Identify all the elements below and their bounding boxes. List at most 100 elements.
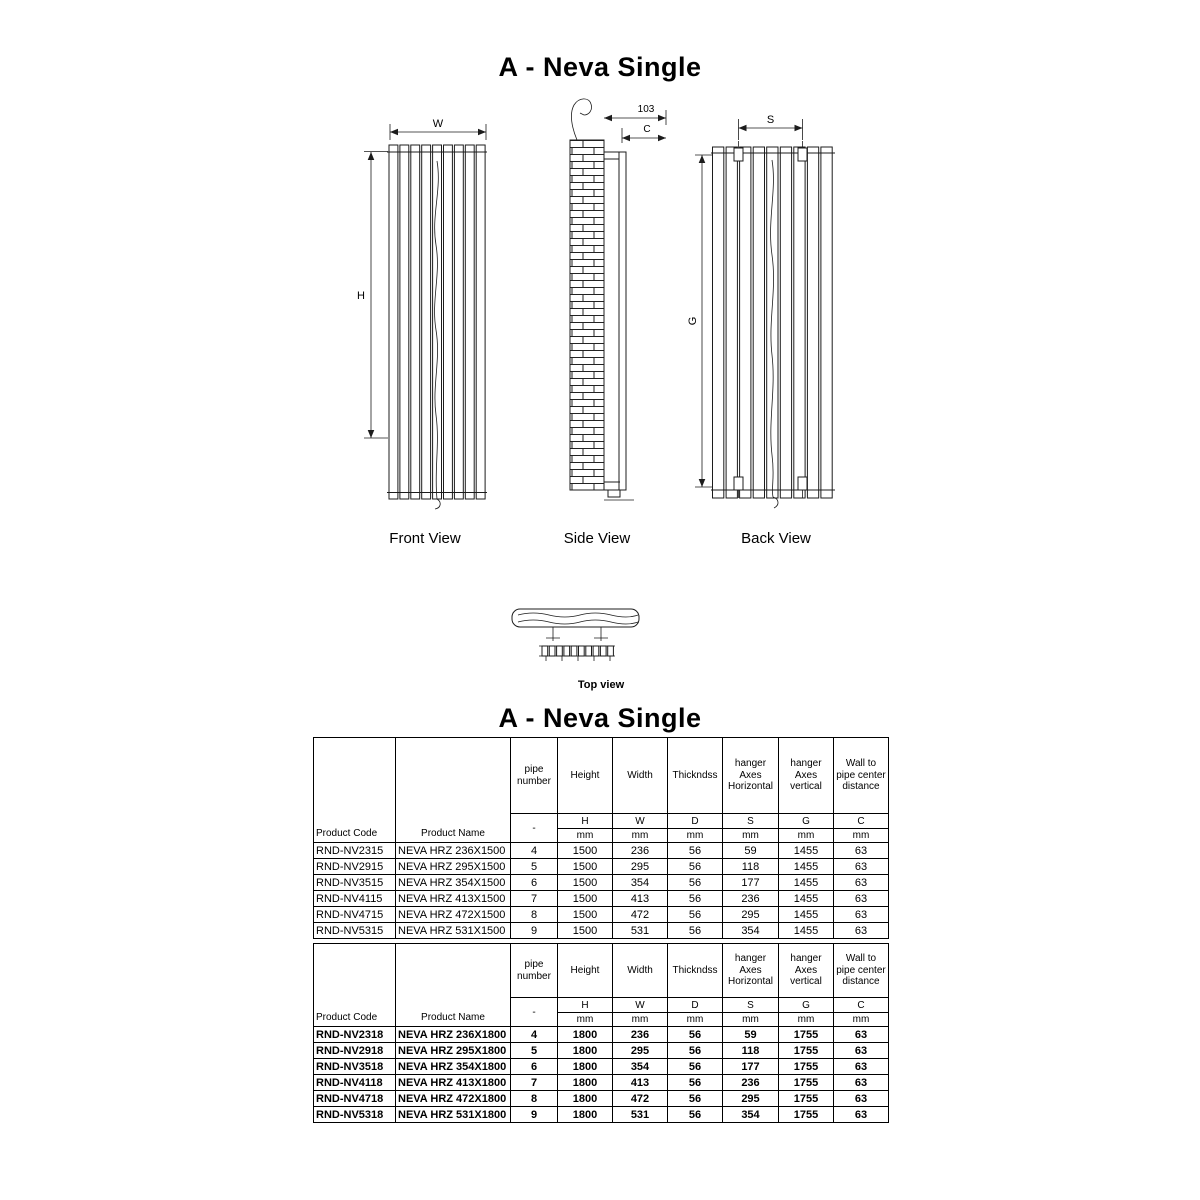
value-cell: 295 [612,1042,668,1059]
value-cell: 177 [722,1058,779,1075]
value-cell: 63 [833,874,889,891]
value-cell: 56 [667,874,723,891]
value-cell: 1455 [778,842,834,859]
value-cell: 63 [833,1090,889,1107]
side-wall-distance-label: C [643,124,650,135]
header-wall-to-pipe-center: Wall to pipe center distance [833,737,889,814]
value-cell: 63 [833,842,889,859]
value-cell: 7 [510,1074,558,1091]
value-cell: 9 [510,922,558,939]
value-cell: 56 [667,1106,723,1123]
value-cell: 56 [667,890,723,907]
value-cell: 118 [722,1042,779,1059]
value-cell: 56 [667,1026,723,1043]
top-wall-band [511,608,640,628]
side-radiator-profile [618,151,627,491]
front-cable-line [434,160,439,500]
value-cell: 1500 [557,874,613,891]
value-cell: 4 [510,842,558,859]
value-cell: 6 [510,874,558,891]
value-cell: 1755 [778,1042,834,1059]
product-code-cell: RND-NV4715 [313,906,396,923]
value-cell: 63 [833,1058,889,1075]
value-cell: 1455 [778,890,834,907]
unit-mm: mm [722,1012,779,1027]
side-wall-distance-dimension: C [621,124,666,143]
wall-section [569,139,605,491]
side-view: 103 C Side View [564,98,667,547]
value-cell: 63 [833,890,889,907]
value-cell: 354 [722,922,779,939]
symbol-c: C [833,813,889,829]
diagram-title: A - Neva Single [498,52,702,82]
unit-mm: mm [557,828,613,843]
value-cell: 1500 [557,922,613,939]
spec-table-1500: Product Code Product Name pipe number He… [313,737,889,939]
value-cell: 118 [722,858,779,875]
product-name-cell: NEVA HRZ 531X1500 [395,922,511,939]
value-cell: 1755 [778,1090,834,1107]
technical-drawings: W H Fro [357,98,835,691]
header-width: Width [612,737,668,814]
symbol-c: C [833,997,889,1013]
back-view: S G [687,114,835,547]
value-cell: 59 [722,1026,779,1043]
unit-mm: mm [833,828,889,843]
header-hanger-axes-vertical: hanger Axes vertical [778,737,834,814]
unit-mm: mm [778,828,834,843]
value-cell: 5 [510,858,558,875]
product-name-cell: NEVA HRZ 531X1800 [395,1106,511,1123]
product-name-cell: NEVA HRZ 236X1800 [395,1026,511,1043]
top-view: Top view [511,608,640,691]
value-cell: 1455 [778,874,834,891]
value-cell: 8 [510,1090,558,1107]
product-code-cell: RND-NV2318 [313,1026,396,1043]
value-cell: 1455 [778,922,834,939]
value-cell: 7 [510,890,558,907]
back-wall-hangers [733,141,808,498]
value-cell: 1800 [557,1026,613,1043]
unit-mm: mm [722,828,779,843]
top-tube-row [539,645,615,661]
front-width-label: W [433,118,444,130]
back-view-caption: Back View [741,530,811,547]
symbol-d: D [667,997,723,1013]
spec-tables: Product Code Product Name pipe number He… [313,737,889,1123]
side-offset-label: 103 [638,104,655,115]
product-name-cell: NEVA HRZ 472X1800 [395,1090,511,1107]
side-bottom-bracket [604,481,634,501]
header-height: Height [557,737,613,814]
value-cell: 63 [833,906,889,923]
header-pipe-number: pipe number [510,943,558,998]
value-cell: 56 [667,842,723,859]
value-cell: 1755 [778,1026,834,1043]
product-code-cell: RND-NV2918 [313,1042,396,1059]
header-product-code: Product Code [313,943,396,1027]
value-cell: 56 [667,922,723,939]
value-cell: 295 [722,906,779,923]
product-name-cell: NEVA HRZ 354X1500 [395,874,511,891]
header-wall-to-pipe-center: Wall to pipe center distance [833,943,889,998]
front-cable-hook [434,498,441,510]
value-cell: 4 [510,1026,558,1043]
value-cell: 1500 [557,890,613,907]
value-cell: 1755 [778,1106,834,1123]
value-cell: 1755 [778,1074,834,1091]
product-code-cell: RND-NV2915 [313,858,396,875]
value-cell: 56 [667,1042,723,1059]
value-cell: 472 [612,906,668,923]
symbol-s: S [722,997,779,1013]
product-name-cell: NEVA HRZ 236X1500 [395,842,511,859]
value-cell: 5 [510,1042,558,1059]
value-cell: 531 [612,922,668,939]
value-cell: 1500 [557,842,613,859]
value-cell: 63 [833,1074,889,1091]
header-product-name: Product Name [395,737,511,843]
